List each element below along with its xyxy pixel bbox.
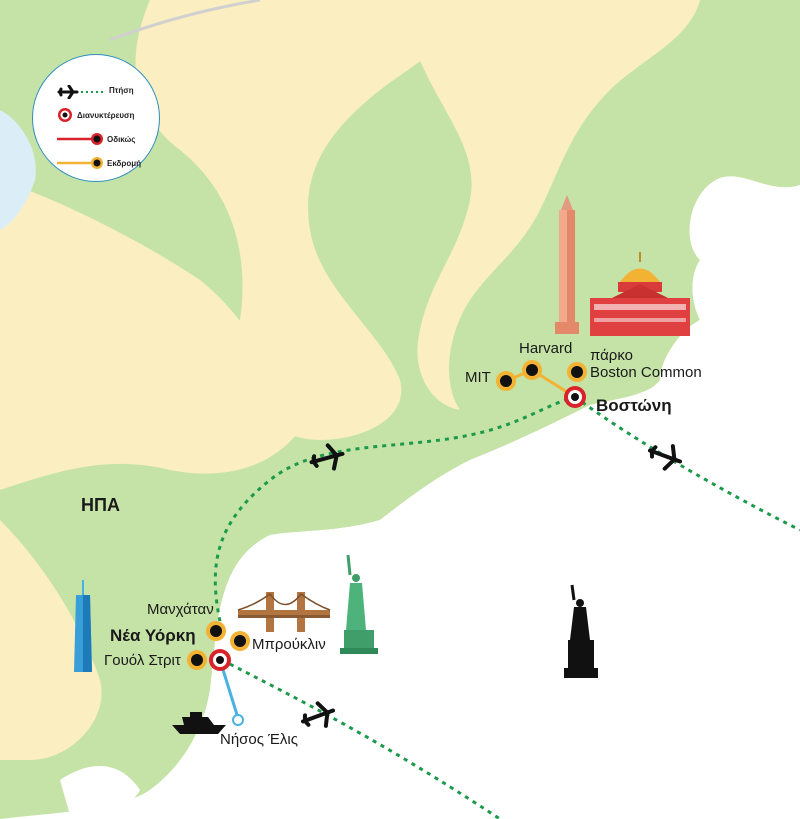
custom-house-tower-icon (555, 195, 579, 334)
road-icon (57, 133, 103, 145)
harvard-marker (522, 360, 542, 380)
ellis-island-label: Νήσος Έλις (220, 731, 298, 748)
coast-southwest (60, 766, 140, 815)
boston-common-marker (567, 362, 587, 382)
overnight-icon (58, 108, 72, 122)
airplane-icon (300, 701, 336, 728)
legend-road-label: Οδικώς (107, 135, 136, 144)
country-label: ΗΠΑ (81, 495, 120, 515)
wall-street-marker (187, 650, 207, 670)
highland-north (135, 0, 471, 440)
ellis-island-marker (232, 714, 244, 726)
new-york-overnight-marker (209, 649, 231, 671)
yacht-icon (172, 712, 226, 734)
manhattan-label: Μανχάταν (147, 601, 214, 618)
boston-label: Βοστώνη (596, 396, 672, 415)
boston-common-label-line1: πάρκο (590, 347, 634, 364)
highland-northeast (417, 0, 700, 410)
legend-excursion-row: Εκδρομή (33, 155, 159, 171)
legend-excursion-label: Εκδρομή (107, 159, 141, 168)
ocean (90, 176, 800, 819)
legend-flight-row: Πτήση (33, 83, 159, 99)
highland-southwest (0, 520, 102, 760)
statue-of-liberty-icon (340, 554, 378, 654)
airplane-icon (57, 85, 103, 99)
brooklyn-label: Μπρούκλιν (252, 636, 326, 653)
mit-marker (496, 371, 516, 391)
brooklyn-bridge-icon (237, 592, 331, 632)
legend-flight-label: Πτήση (109, 86, 134, 95)
state-house-icon (590, 252, 690, 336)
airplane-icon (647, 444, 683, 471)
statue-of-liberty-silhouette-icon (564, 584, 598, 678)
map-legend: Πτήση Διανυκτέρευση Οδικώς Εκδρομή (32, 54, 160, 182)
wall-street-label: Γουόλ Στριτ (104, 652, 181, 669)
legend-overnight-label: Διανυκτέρευση (77, 111, 135, 120)
boston-common-label-line2: Boston Common (590, 364, 702, 381)
boston-overnight-marker (564, 386, 586, 408)
flight-route-ny-boston (213, 395, 576, 631)
excursion-icon (57, 157, 103, 169)
airplane-icon (309, 443, 345, 471)
lake-west (0, 110, 36, 230)
legend-road-row: Οδικώς (33, 131, 159, 147)
new-york-label: Νέα Υόρκη (110, 626, 196, 645)
road-top (109, 0, 261, 42)
one-world-trade-center-icon (74, 580, 92, 672)
brooklyn-marker (230, 631, 250, 651)
legend-overnight-row: Διανυκτέρευση (33, 107, 159, 123)
highland-west (0, 180, 300, 490)
manhattan-marker (206, 621, 226, 641)
mit-label: MIT (465, 369, 491, 386)
harvard-label: Harvard (519, 340, 573, 357)
